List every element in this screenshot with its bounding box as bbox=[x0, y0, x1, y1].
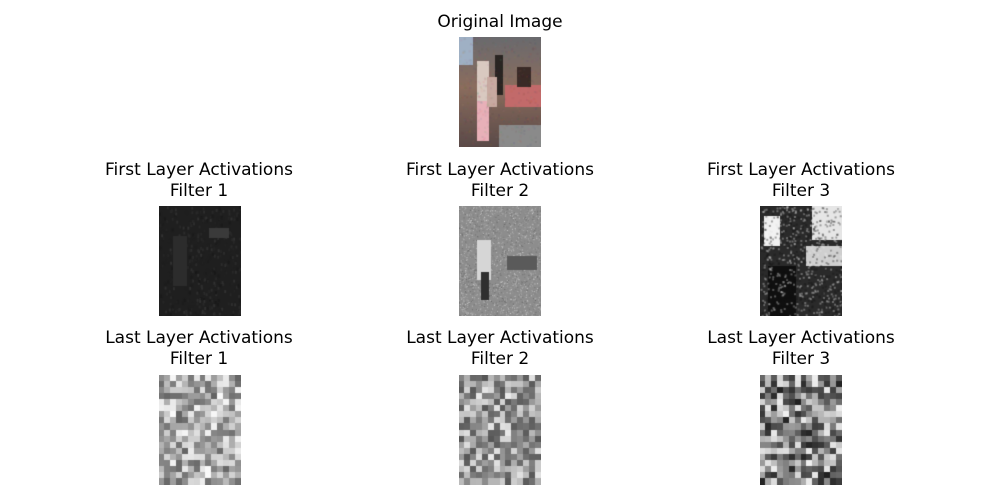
first-layer-filter-2-title: First Layer Activations Filter 2 bbox=[350, 160, 650, 202]
last-layer-filter-3-title-line2: Filter 3 bbox=[771, 349, 831, 369]
first-layer-filter-1-title-line2: Filter 1 bbox=[169, 181, 229, 201]
last-layer-filter-1-title-line2: Filter 1 bbox=[169, 349, 229, 369]
first-layer-filter-2-title-line1: First Layer Activations bbox=[406, 160, 594, 180]
first-layer-filter-2-title-line2: Filter 2 bbox=[470, 181, 530, 201]
last-layer-filter-2-title: Last Layer Activations Filter 2 bbox=[350, 328, 650, 370]
first-layer-filter-3-title: First Layer Activations Filter 3 bbox=[651, 160, 951, 202]
first-layer-filter-3-title-line1: First Layer Activations bbox=[707, 160, 895, 180]
last-layer-filter-2-activation-image bbox=[459, 375, 541, 485]
last-layer-filter-3-title-line1: Last Layer Activations bbox=[707, 328, 895, 348]
first-layer-filter-1-title: First Layer Activations Filter 1 bbox=[49, 160, 349, 202]
last-layer-filter-1-activation-image bbox=[159, 375, 241, 485]
first-layer-filter-3-title-line2: Filter 3 bbox=[771, 181, 831, 201]
first-layer-filter-2-activation-image bbox=[459, 206, 541, 316]
first-layer-filter-1-title-line1: First Layer Activations bbox=[105, 160, 293, 180]
last-layer-filter-1-title: Last Layer Activations Filter 1 bbox=[49, 328, 349, 370]
last-layer-filter-3-title: Last Layer Activations Filter 3 bbox=[651, 328, 951, 370]
last-layer-filter-3-activation-image bbox=[760, 375, 842, 485]
first-layer-filter-1-activation-image bbox=[159, 206, 241, 316]
first-layer-filter-3-activation-image bbox=[760, 206, 842, 316]
last-layer-filter-2-title-line1: Last Layer Activations bbox=[406, 328, 594, 348]
original-photo bbox=[459, 37, 541, 147]
last-layer-filter-1-title-line1: Last Layer Activations bbox=[105, 328, 293, 348]
original-image-title: Original Image bbox=[437, 12, 563, 32]
last-layer-filter-2-title-line2: Filter 2 bbox=[470, 349, 530, 369]
